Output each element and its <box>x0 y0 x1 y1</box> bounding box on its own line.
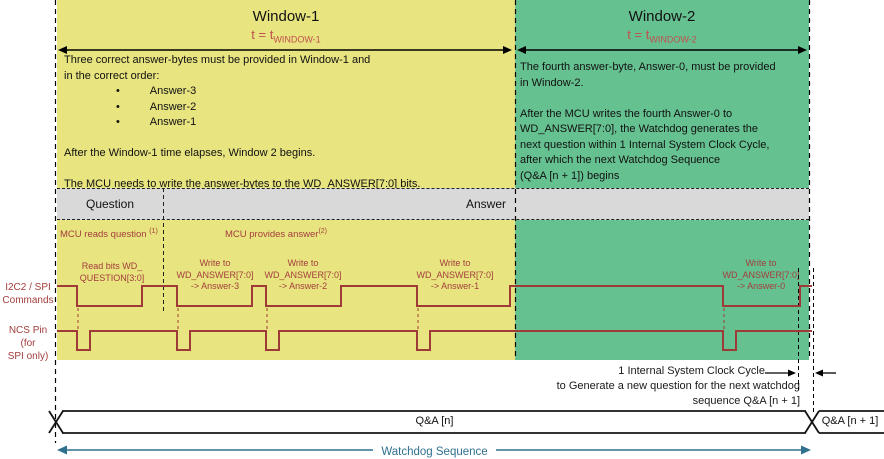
footnote-2-marker: (2) <box>318 228 327 235</box>
answer-phase-label: Answer <box>465 197 506 211</box>
command-label-read-question: Read bits WD_ QUESTION[3:0] <box>79 261 145 283</box>
mcu-provides-answer-annotation: MCU provides answer(2) <box>224 228 327 241</box>
watchdog-sequence-label-wrap: Watchdog Sequence <box>57 442 812 459</box>
window2-description: The fourth answer-byte, Answer-0, must b… <box>520 61 776 182</box>
clock-cycle-annotation-line3: sequence Q&A [n + 1] <box>692 395 800 407</box>
window1-description: Three correct answer-bytes must be provi… <box>64 54 421 190</box>
command-label-answer-2: Write to WD_ANSWER[7:0] -> Answer-2 <box>264 258 342 291</box>
watchdog-sequence-label: Watchdog Sequence <box>373 446 496 458</box>
ncs-signal-label: NCS Pin (for SPI only) <box>7 325 49 362</box>
clock-cycle-annotation-line1: 1 Internal System Clock Cycle <box>618 365 765 377</box>
question-phase-label: Question <box>85 197 135 211</box>
qa-current-label: Q&A [n] <box>415 415 454 427</box>
qa-next-label: Q&A [n + 1] <box>821 415 879 427</box>
phase-bar: Question Answer <box>57 188 809 220</box>
clock-cycle-annotation-line2: to Generate a new question for the next … <box>556 380 800 392</box>
clock-cycle-arrows <box>765 369 836 377</box>
window2-duration-subscript: WINDOW-2 <box>649 34 697 45</box>
i2c-spi-signal-label: I2C2 / SPI Commands <box>2 282 54 306</box>
window2-duration: t = tWINDOW-2 <box>627 27 697 45</box>
window1-title: Window-1 <box>252 8 320 25</box>
command-label-answer-1: Write to WD_ANSWER[7:0] -> Answer-1 <box>416 258 494 291</box>
window1-duration: t = tWINDOW-1 <box>251 27 321 45</box>
command-label-answer-0: Write to WD_ANSWER[7:0] -> Answer-0 <box>722 258 800 291</box>
window1-duration-subscript: WINDOW-1 <box>273 34 321 45</box>
window2-title: Window-2 <box>628 8 696 25</box>
footnote-1-marker: (1) <box>149 228 158 235</box>
mcu-reads-question-annotation: MCU reads question (1) <box>60 228 158 241</box>
